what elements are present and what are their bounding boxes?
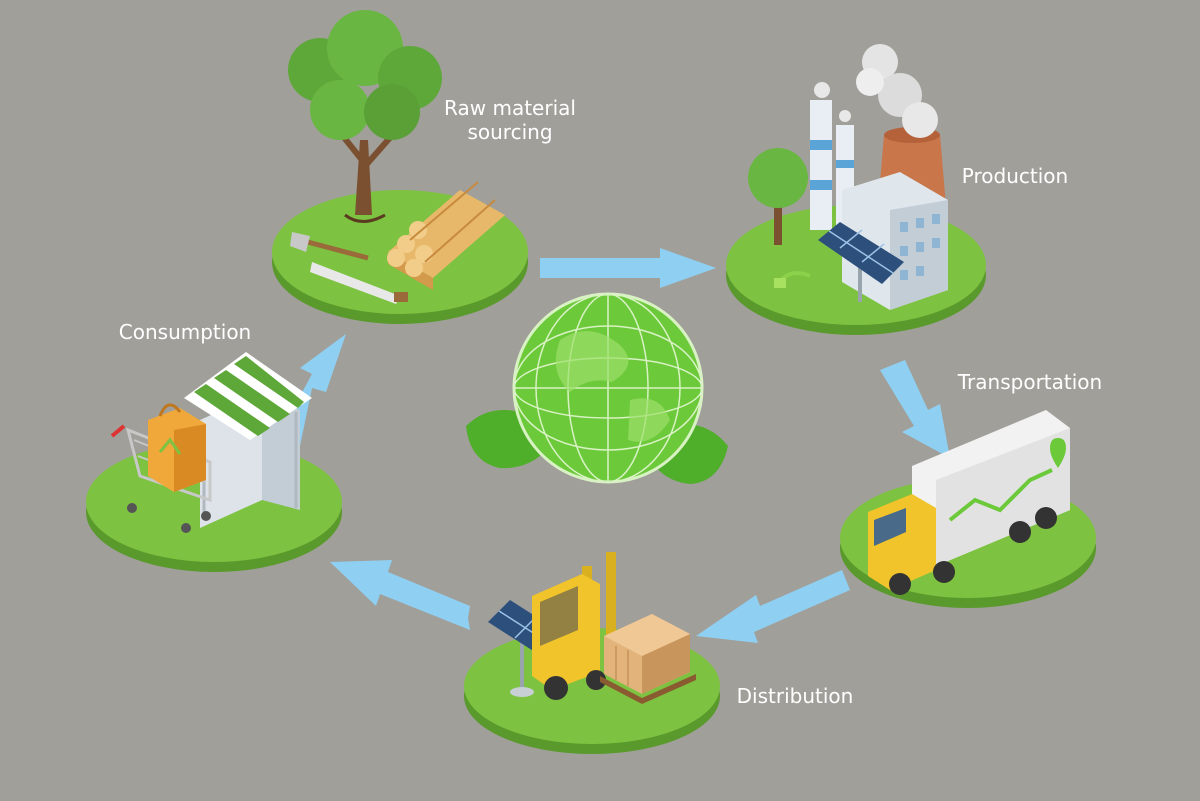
arrow-production-to-transportation: [880, 360, 950, 458]
consumption-stage: [86, 352, 342, 572]
distribution-stage: [464, 552, 720, 754]
market-stall-icon: [184, 352, 312, 528]
raw-material-stage: [272, 10, 528, 324]
tree-icon: [288, 10, 442, 223]
small-tree-icon: [748, 148, 808, 245]
transportation-stage: [840, 410, 1096, 608]
arrow-distribution-to-consumption: [330, 560, 470, 630]
label-production: Production: [961, 164, 1069, 188]
production-stage: [726, 44, 986, 335]
label-transportation: Transportation: [957, 370, 1103, 394]
label-raw-material-line2: sourcing: [467, 120, 553, 144]
label-raw-material-sourcing: Raw material sourcing: [430, 96, 590, 144]
boxes-icon: [600, 614, 696, 704]
label-consumption: Consumption: [118, 320, 252, 344]
forklift-icon: [532, 552, 616, 700]
solar-panel-icon: [818, 222, 904, 302]
globe-stage: [466, 292, 728, 484]
shopping-bag-icon: [148, 403, 206, 492]
axe-icon: [290, 232, 369, 261]
label-raw-material-line1: Raw material: [444, 96, 576, 120]
factory-icon: [842, 172, 948, 310]
saw-icon: [310, 262, 408, 304]
arrow-transportation-to-distribution: [696, 570, 850, 643]
plug-icon: [774, 271, 811, 288]
arrow-raw-to-production: [540, 248, 716, 288]
logs-icon: [387, 181, 505, 290]
label-distribution: Distribution: [736, 684, 854, 708]
truck-icon: [868, 410, 1070, 595]
